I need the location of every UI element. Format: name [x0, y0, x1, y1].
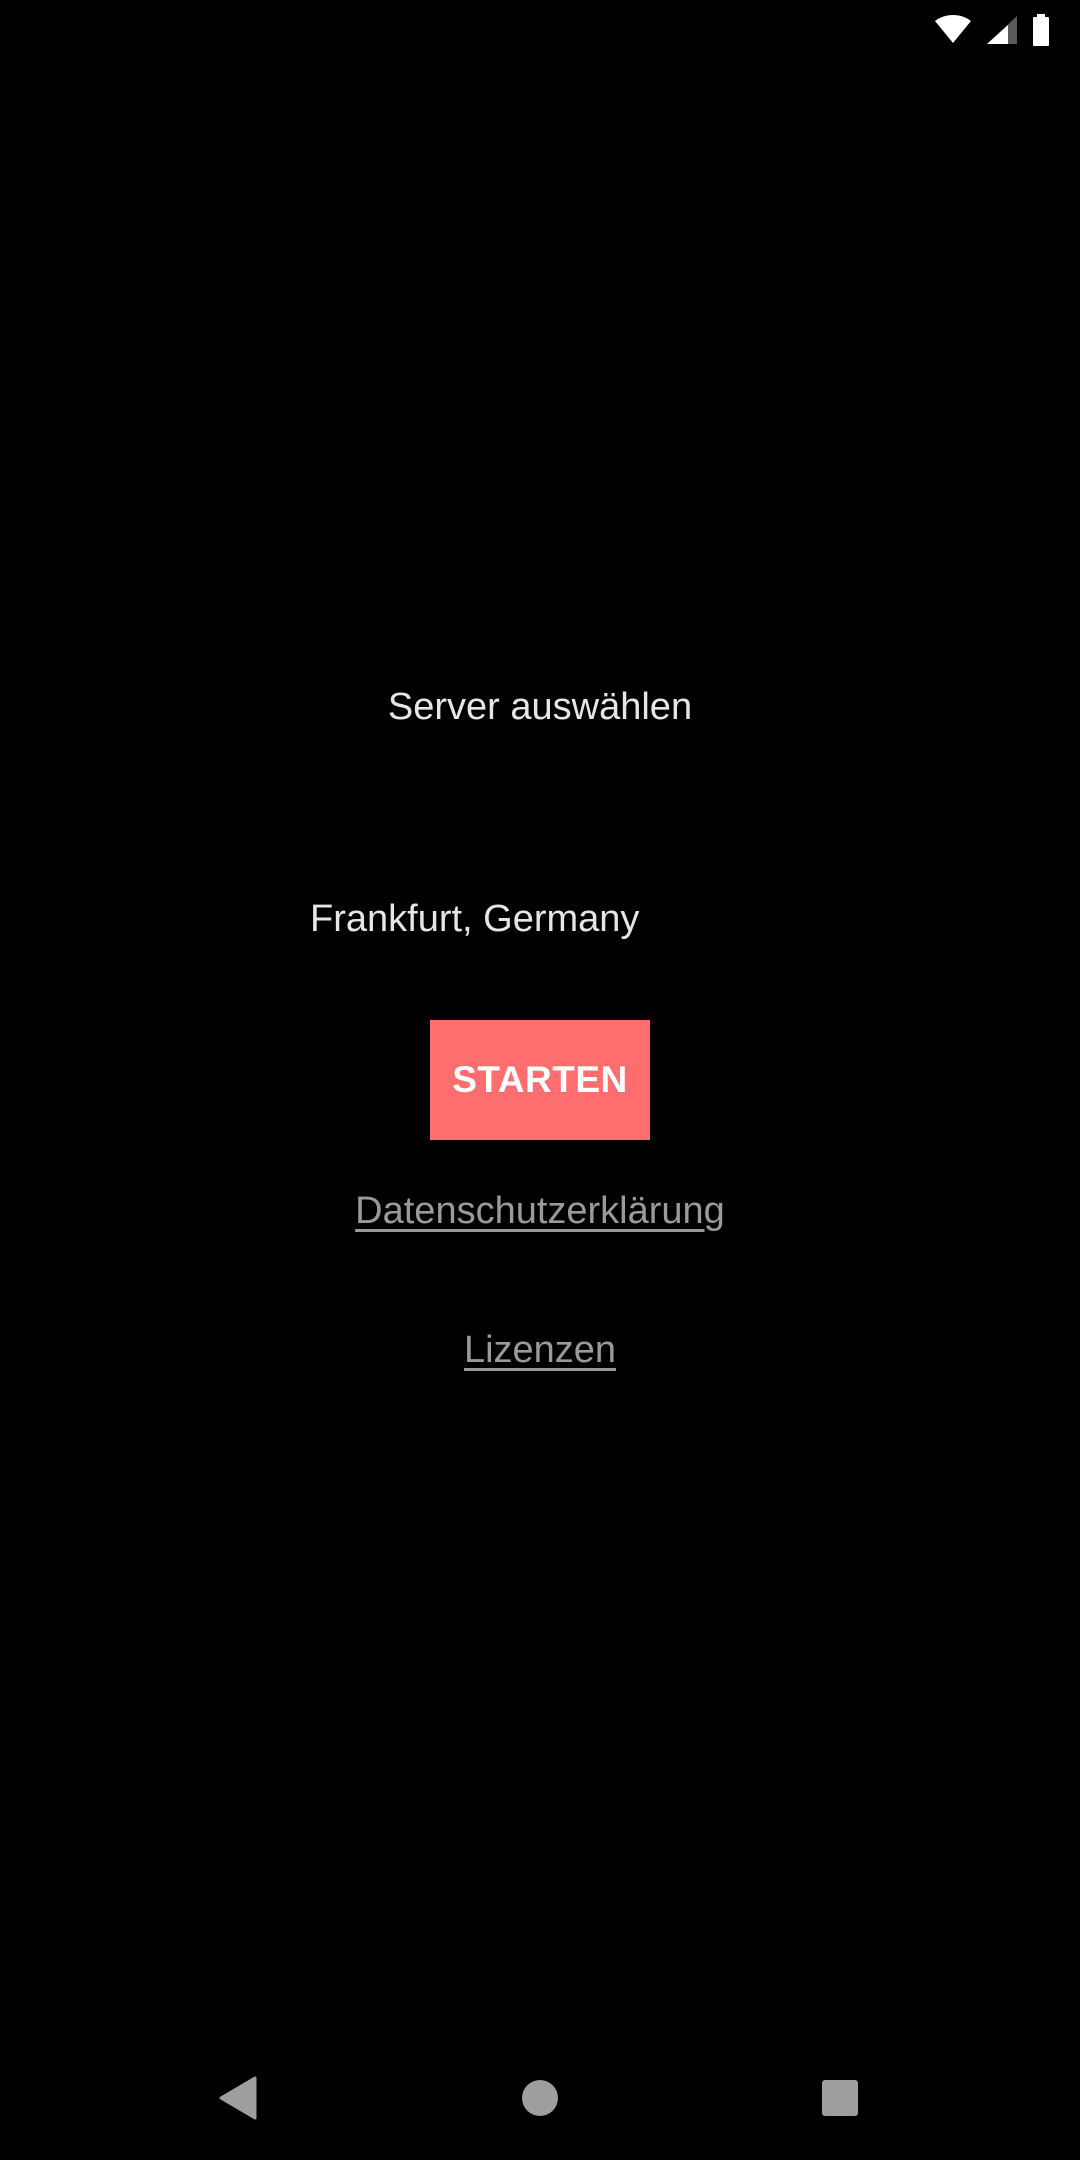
wifi-icon	[934, 15, 972, 45]
licenses-link[interactable]: Lizenzen	[463, 1329, 617, 1371]
battery-icon	[1032, 14, 1050, 46]
recents-icon	[818, 2076, 862, 2120]
navigation-bar	[0, 2028, 1080, 2160]
server-select-title: Server auswählen	[387, 686, 693, 728]
server-dropdown[interactable]: Frankfurt, Germany	[310, 889, 780, 949]
start-button[interactable]: STARTEN	[430, 1020, 650, 1140]
cell-signal-icon	[986, 15, 1018, 45]
back-button[interactable]	[217, 2076, 261, 2120]
selected-server-label: Frankfurt, Germany	[310, 897, 640, 940]
privacy-policy-link[interactable]: Datenschutzerklärung	[355, 1190, 725, 1232]
status-bar	[0, 0, 1080, 60]
home-icon	[518, 2076, 562, 2120]
home-button[interactable]	[518, 2076, 562, 2120]
back-icon	[217, 2076, 261, 2120]
recents-button[interactable]	[818, 2076, 862, 2120]
status-icons	[934, 14, 1050, 46]
